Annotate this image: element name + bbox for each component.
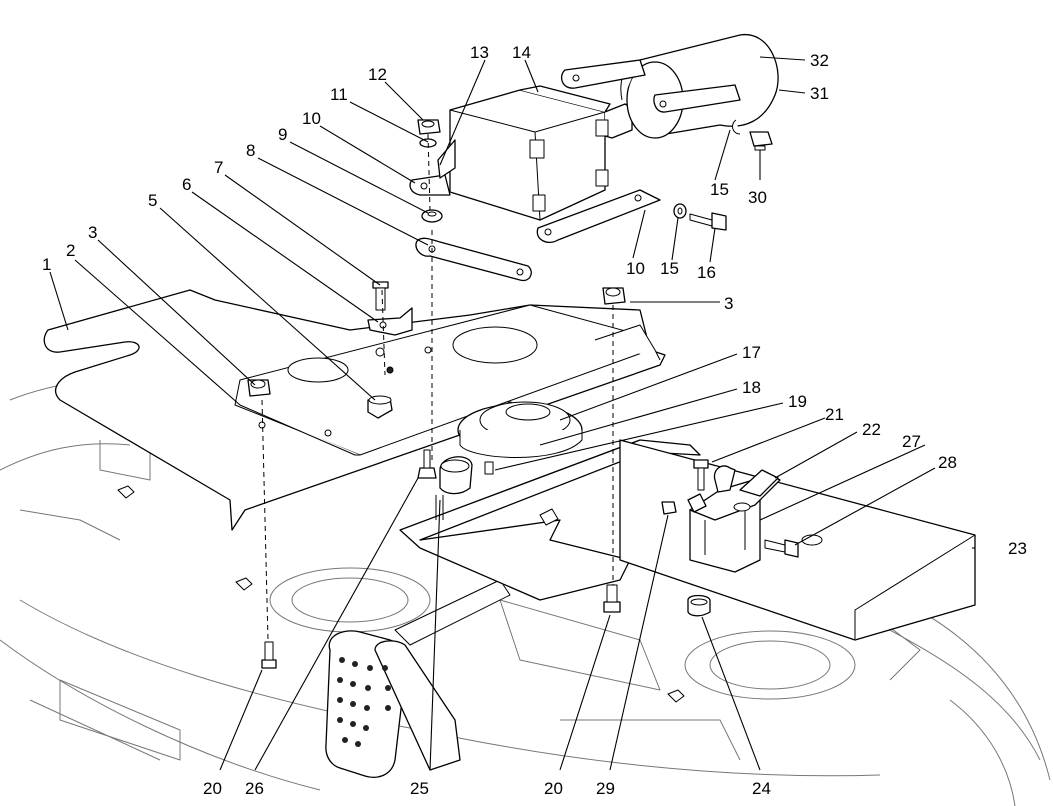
callout-5: 5 [148,191,157,210]
callout-1: 1 [42,255,51,274]
callout-15: 15 [660,259,679,278]
callout-8: 8 [246,141,255,160]
callout-10: 10 [626,259,645,278]
callout-2: 2 [66,241,75,260]
callout-31: 31 [810,84,829,103]
callout-21: 21 [825,405,844,424]
callout-6: 6 [182,175,191,194]
callout-32: 32 [810,51,829,70]
callout-labels: 1 2 3 3 5 6 7 8 9 10 10 11 12 13 14 15 1… [42,43,1027,798]
deck-cover-plate [619,439,976,641]
callout-18: 18 [742,378,761,397]
callout-17: 17 [742,343,761,362]
callout-15: 15 [710,180,729,199]
callout-13: 13 [470,43,489,62]
bolt-30 [749,131,773,151]
callout-22: 22 [862,420,881,439]
callout-11: 11 [330,85,348,104]
latch-assembly [687,465,781,573]
leader-lines [49,56,975,771]
brake-pedal [325,579,511,778]
callout-30: 30 [748,188,767,207]
pulley [457,401,583,458]
mounting-plate [43,289,666,531]
bolt-16 [689,212,727,231]
callout-16: 16 [697,263,716,282]
callout-20: 20 [203,779,222,798]
bolt-26 [417,449,437,479]
callout-24: 24 [752,779,771,798]
bolt-7 [372,281,389,311]
bolt-20-right [603,584,621,613]
nut-3-left [247,379,271,397]
callout-27: 27 [902,432,921,451]
link-bar-8 [415,237,532,282]
callout-12: 12 [368,65,387,84]
callout-7: 7 [214,158,223,177]
nut-29 [661,501,677,515]
callout-9: 9 [278,125,287,144]
bolt-20-left [261,641,277,669]
callout-3: 3 [88,223,97,242]
callout-23: 23 [1008,539,1027,558]
bracket-10-lower [536,189,661,243]
callout-25: 25 [410,779,429,798]
electric-actuator [449,85,633,221]
callout-29: 29 [596,779,615,798]
callout-26: 26 [245,779,264,798]
callout-10: 10 [302,109,321,128]
adjustment-knob [435,456,494,520]
callout-20: 20 [544,779,563,798]
nut-3-right [602,287,626,305]
washer-15-upper [732,119,741,135]
bracket-13 [437,139,456,179]
bolt-21 [693,459,709,491]
capacitor [561,34,779,139]
callout-19: 19 [788,392,807,411]
washer-15-lower [673,203,687,219]
callout-28: 28 [938,453,957,472]
bolt-28 [764,539,799,558]
assembly-lines [261,133,614,641]
bracket-10-upper [409,174,451,196]
nut-12 [417,119,441,135]
nut-5 [367,395,393,419]
callout-3: 3 [724,294,733,313]
bracket-6 [367,307,413,336]
callout-14: 14 [512,43,531,62]
nut-24 [687,594,711,617]
